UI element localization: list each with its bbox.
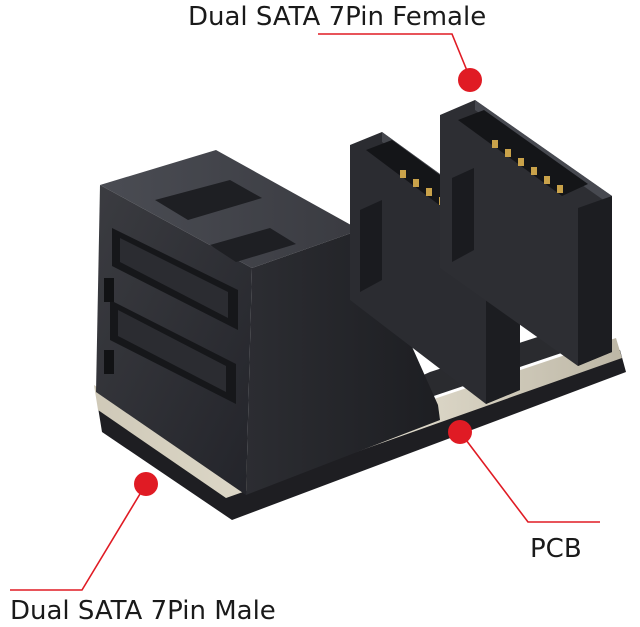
male-connector-block	[96, 150, 440, 495]
callout-pcb	[448, 420, 600, 523]
callout-male	[10, 472, 158, 591]
callout-dot-female	[458, 68, 482, 92]
callout-dot-male	[134, 472, 158, 496]
label-female-connector: Dual SATA 7Pin Female	[188, 2, 487, 32]
callout-female	[318, 33, 482, 92]
female-connector-right	[440, 100, 612, 366]
label-pcb: PCB	[530, 534, 582, 564]
label-male-connector: Dual SATA 7Pin Male	[10, 596, 276, 626]
gold-pins-right	[492, 140, 563, 193]
callout-dot-pcb	[448, 420, 472, 444]
